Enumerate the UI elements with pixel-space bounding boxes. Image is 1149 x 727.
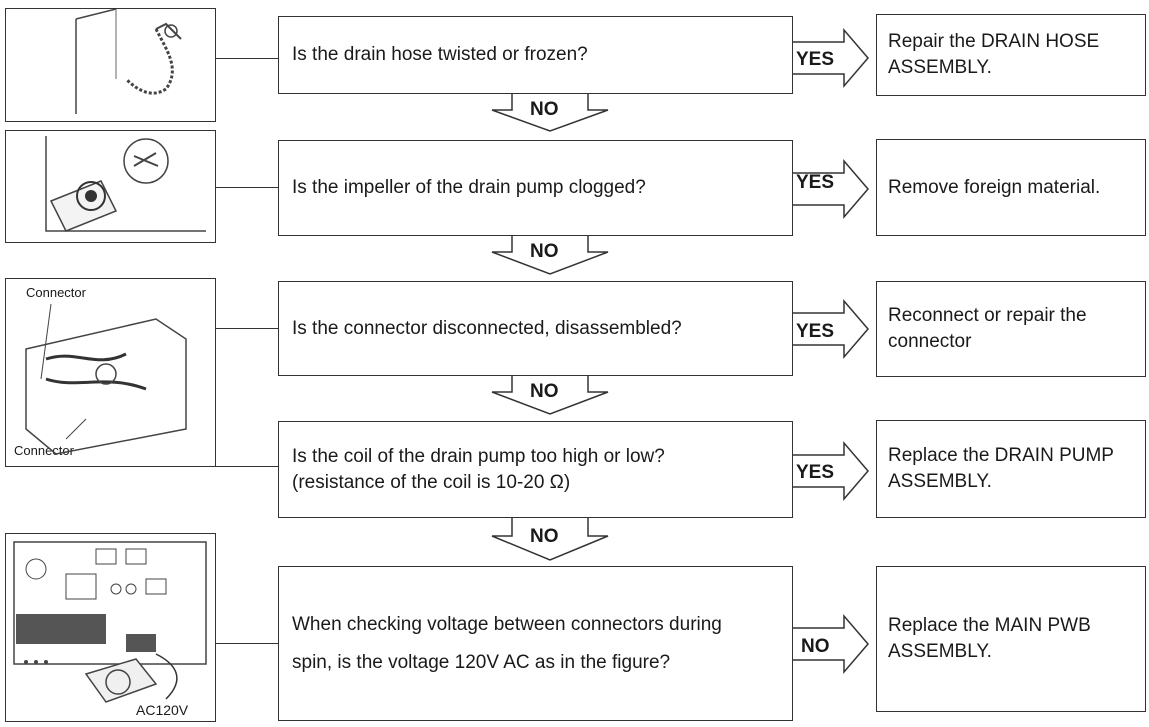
question-text: (resistance of the coil is 10-20 Ω) (292, 471, 571, 493)
result-text: Replace the DRAIN PUMP ASSEMBLY. (888, 445, 1114, 492)
voltage-label: AC120V (136, 702, 189, 718)
connector-label-top: Connector (26, 285, 86, 300)
result-box-2: Remove foreign material. (876, 139, 1146, 236)
question-box-3: Is the connector disconnected, disassemb… (278, 281, 793, 376)
down-arrow-1 (491, 94, 609, 132)
right-arrow-5 (793, 613, 869, 675)
result-box-3: Reconnect or repair the connector (876, 281, 1146, 377)
question-text: Is the impeller of the drain pump clogge… (292, 177, 646, 199)
question-box-4: Is the coil of the drain pump too high o… (278, 421, 793, 518)
question-text: Is the connector disconnected, disassemb… (292, 317, 682, 339)
right-arrow-1 (793, 27, 869, 89)
result-box-4: Replace the DRAIN PUMP ASSEMBLY. (876, 420, 1146, 518)
no-label-result: NO (801, 636, 830, 657)
down-arrow-2 (491, 236, 609, 275)
yes-label-3: YES (796, 321, 835, 342)
yes-label-1: YES (796, 49, 835, 70)
illustration-drain-pump (5, 130, 216, 243)
illustration-main-pwb: AC120V (5, 533, 216, 722)
right-arrow-2 (793, 158, 869, 220)
result-box-1: Repair the DRAIN HOSE ASSEMBLY. (876, 14, 1146, 96)
down-arrow-4 (491, 518, 609, 561)
yes-label-2: YES (796, 172, 835, 193)
link-line-2 (216, 187, 278, 188)
no-label-3: NO (530, 381, 559, 402)
main-pwb-drawing (13, 541, 207, 703)
yes-label-4: YES (796, 462, 835, 483)
result-text: Replace the MAIN PWB ASSEMBLY. (888, 615, 1091, 662)
connector-label-bottom: Connector (14, 443, 74, 458)
no-label-4: NO (530, 526, 559, 547)
question-text: When checking voltage between connectors… (292, 613, 722, 635)
link-line-5 (216, 643, 278, 644)
no-label-2: NO (530, 241, 559, 262)
right-arrow-4 (793, 440, 869, 502)
question-text: Is the drain hose twisted or frozen? (292, 44, 588, 66)
link-line-4 (216, 466, 278, 467)
result-text: Remove foreign material. (888, 176, 1101, 198)
no-label-1: NO (530, 99, 559, 120)
question-text: spin, is the voltage 120V AC as in the f… (292, 651, 671, 673)
drain-hose-drawing (75, 8, 182, 114)
illustration-drain-hose (5, 8, 216, 122)
question-box-5: When checking voltage between connectors… (278, 566, 793, 721)
link-line-1 (216, 58, 278, 59)
result-text: Reconnect or repair the connector (888, 305, 1087, 352)
drain-pump-drawing (45, 136, 206, 232)
right-arrow-3 (793, 298, 869, 360)
result-box-5: Replace the MAIN PWB ASSEMBLY. (876, 566, 1146, 712)
down-arrow-3 (491, 376, 609, 415)
illustration-connectors: Connector Connector (5, 278, 216, 467)
question-box-1: Is the drain hose twisted or frozen? (278, 16, 793, 94)
question-text: Is the coil of the drain pump too high o… (292, 445, 665, 467)
link-line-3 (216, 328, 278, 329)
question-box-2: Is the impeller of the drain pump clogge… (278, 140, 793, 236)
connector-drawing (25, 303, 187, 455)
result-text: Repair the DRAIN HOSE ASSEMBLY. (888, 31, 1100, 78)
